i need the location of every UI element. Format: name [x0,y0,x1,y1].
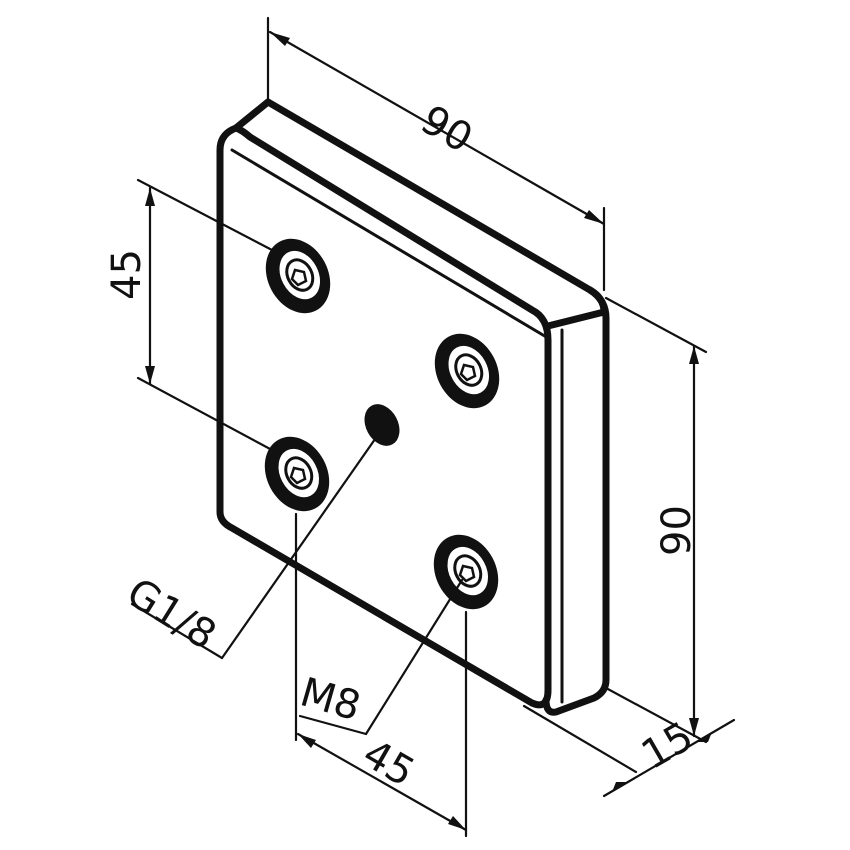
hex-socket-screw-icon [433,534,499,610]
hex-socket-screw-icon [434,333,500,409]
screws [264,238,500,610]
top-chamfer-line [230,148,550,340]
hex-socket-screw-icon [265,238,331,314]
dimension-height: 90 [604,296,708,744]
screw-thread-callout: M8 [295,578,464,736]
horizontal-hole-spacing-label: 45 [355,731,422,796]
height-dimension-label: 90 [654,505,700,556]
port-thread-callout: G1/8 [119,430,382,660]
hex-socket-screw-icon [264,436,330,512]
port-thread-label: G1/8 [119,569,224,659]
vertical-hole-spacing-label: 45 [104,249,150,300]
threaded-port-hole-icon [364,404,400,446]
plate-side-face [542,286,610,716]
plate-body [216,98,610,716]
screw-thread-label: M8 [295,669,365,730]
dimension-thickness: 15 [522,704,736,798]
width-dimension-label: 90 [413,97,480,162]
dimension-hole-spacing-vertical: 45 [104,178,274,452]
